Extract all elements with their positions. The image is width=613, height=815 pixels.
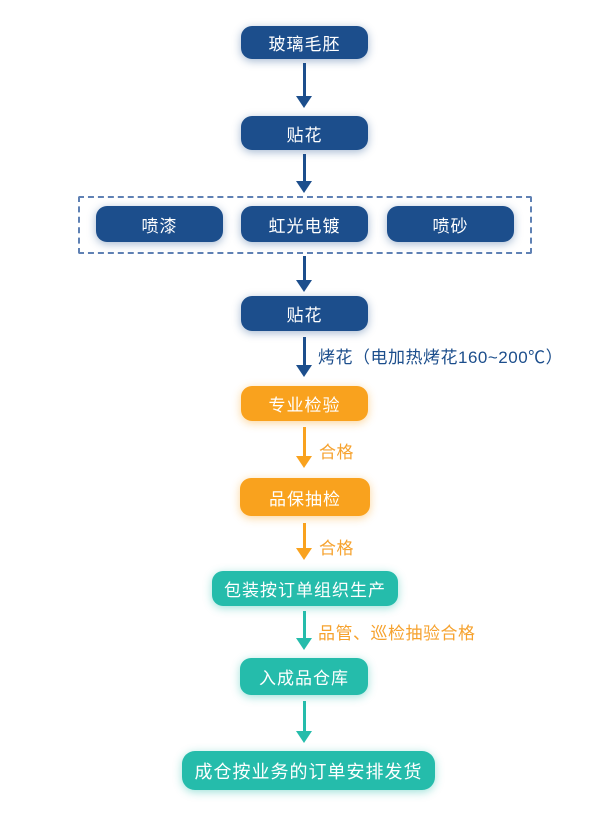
arrow-shaft (302, 523, 306, 548)
edge-label-baking: 烤花（电加热烤花160~200℃） (318, 348, 564, 367)
arrow-shaft (302, 337, 306, 365)
down-arrow-icon (296, 154, 312, 193)
node-iridescent-plating-label: 虹光电镀 (268, 216, 341, 236)
node-decal-2: 贴花 (241, 296, 368, 331)
node-sandblast-label: 喷砂 (432, 216, 469, 236)
down-arrow-icon (296, 256, 312, 292)
node-decal-2-label: 贴花 (286, 306, 323, 325)
arrow-shaft (302, 611, 306, 638)
arrow-head (296, 365, 312, 377)
down-arrow-icon (296, 427, 312, 468)
down-arrow-icon (296, 701, 312, 743)
node-finished-warehouse-label: 入成品仓库 (259, 669, 349, 688)
down-arrow-icon (296, 337, 312, 377)
down-arrow-icon (296, 63, 312, 108)
node-ship-by-order-label: 成仓按业务的订单安排发货 (194, 761, 423, 782)
arrow-shaft (302, 701, 306, 731)
arrow-head (296, 181, 312, 193)
node-sandblast: 喷砂 (387, 206, 514, 242)
edge-label-qualified-2: 合格 (319, 539, 354, 558)
down-arrow-icon (296, 611, 312, 650)
node-iridescent-plating: 虹光电镀 (241, 206, 368, 242)
edge-label-qc-pass: 品管、巡检抽验合格 (318, 624, 476, 643)
arrow-head (296, 638, 312, 650)
surface-treatment-group (78, 196, 532, 254)
node-professional-inspection: 专业检验 (241, 386, 368, 421)
node-professional-inspection-label: 专业检验 (268, 396, 341, 415)
node-packaging-production-label: 包装按订单组织生产 (224, 581, 386, 600)
node-finished-warehouse: 入成品仓库 (240, 658, 368, 695)
node-spray-paint-label: 喷漆 (141, 216, 178, 236)
down-arrow-icon (296, 523, 312, 560)
arrow-head (296, 96, 312, 108)
edge-label-qualified-1: 合格 (319, 443, 354, 462)
node-glass-blank-label: 玻璃毛胚 (268, 35, 341, 54)
node-decal-1-label: 贴花 (286, 125, 323, 145)
arrow-head (296, 280, 312, 292)
arrow-head (296, 548, 312, 560)
arrow-head (296, 731, 312, 743)
arrow-shaft (302, 427, 306, 456)
node-packaging-production: 包装按订单组织生产 (212, 571, 398, 606)
arrow-shaft (302, 256, 306, 280)
node-qa-sampling: 品保抽检 (240, 478, 370, 516)
arrow-head (296, 456, 312, 468)
arrow-shaft (302, 154, 306, 181)
node-ship-by-order: 成仓按业务的订单安排发货 (182, 751, 435, 790)
arrow-shaft (302, 63, 306, 96)
node-glass-blank: 玻璃毛胚 (241, 26, 368, 59)
node-spray-paint: 喷漆 (96, 206, 223, 242)
node-qa-sampling-label: 品保抽检 (269, 489, 341, 509)
node-decal-1: 贴花 (241, 116, 368, 150)
